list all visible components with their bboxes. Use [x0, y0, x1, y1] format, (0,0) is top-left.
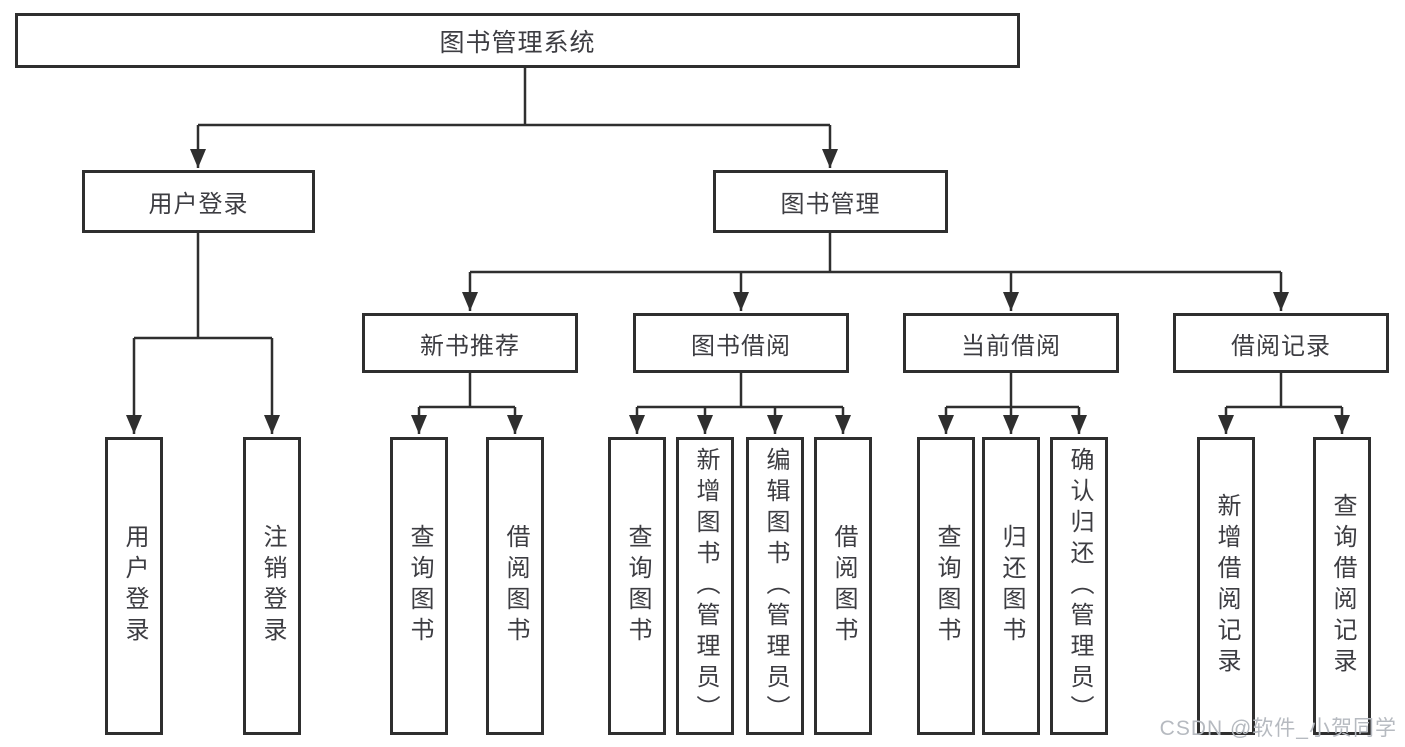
node-current-borrow: 当前借阅 — [903, 313, 1119, 373]
leaf-bb-borrow-book-label: 借阅图书 — [830, 524, 857, 648]
leaf-cb-query-book-label: 查询图书 — [933, 524, 960, 648]
leaf-cb-confirm-return-admin: 确认归还（管理员） — [1050, 437, 1108, 735]
node-book-borrow-label: 图书借阅 — [691, 332, 791, 360]
leaf-user-login-action: 用户登录 — [105, 437, 163, 735]
leaf-br-query-record: 查询借阅记录 — [1313, 437, 1371, 735]
node-library-system-label: 图书管理系统 — [439, 28, 596, 57]
leaf-nbr-query-book-label: 查询图书 — [406, 524, 433, 648]
leaf-bb-query-book: 查询图书 — [608, 437, 666, 735]
node-user-login: 用户登录 — [82, 170, 315, 233]
leaf-bb-add-book-admin-label: 新增图书（管理员） — [692, 446, 719, 726]
leaf-bb-edit-book-admin: 编辑图书（管理员） — [746, 437, 804, 735]
node-book-management: 图书管理 — [713, 170, 948, 233]
leaf-cb-return-book: 归还图书 — [982, 437, 1040, 735]
node-book-borrow: 图书借阅 — [633, 313, 849, 373]
leaf-bb-add-book-admin: 新增图书（管理员） — [676, 437, 734, 735]
csdn-watermark: CSDN @软件_小贺同学 — [1159, 717, 1397, 740]
leaf-cb-query-book: 查询图书 — [917, 437, 975, 735]
leaf-cb-confirm-return-admin-label: 确认归还（管理员） — [1066, 446, 1093, 726]
leaf-br-add-record: 新增借阅记录 — [1197, 437, 1255, 735]
leaf-br-add-record-label: 新增借阅记录 — [1213, 493, 1240, 679]
leaf-bb-borrow-book: 借阅图书 — [814, 437, 872, 735]
node-new-book-recommend: 新书推荐 — [362, 313, 578, 373]
node-user-login-label: 用户登录 — [148, 191, 249, 218]
leaf-user-login-action-label: 用户登录 — [121, 524, 148, 648]
node-current-borrow-label: 当前借阅 — [961, 332, 1061, 360]
leaf-nbr-borrow-book: 借阅图书 — [486, 437, 544, 735]
leaf-nbr-borrow-book-label: 借阅图书 — [502, 524, 529, 648]
leaf-bb-query-book-label: 查询图书 — [624, 524, 651, 648]
leaf-logout-action-label: 注销登录 — [259, 524, 286, 648]
node-book-management-label: 图书管理 — [780, 191, 881, 218]
node-borrow-record-label: 借阅记录 — [1231, 332, 1331, 360]
node-new-book-recommend-label: 新书推荐 — [420, 332, 520, 360]
node-library-system: 图书管理系统 — [15, 13, 1020, 68]
leaf-logout-action: 注销登录 — [243, 437, 301, 735]
leaf-cb-return-book-label: 归还图书 — [998, 524, 1025, 648]
node-borrow-record: 借阅记录 — [1173, 313, 1389, 373]
leaf-br-query-record-label: 查询借阅记录 — [1329, 493, 1356, 679]
leaf-nbr-query-book: 查询图书 — [390, 437, 448, 735]
leaf-bb-edit-book-admin-label: 编辑图书（管理员） — [762, 446, 789, 726]
